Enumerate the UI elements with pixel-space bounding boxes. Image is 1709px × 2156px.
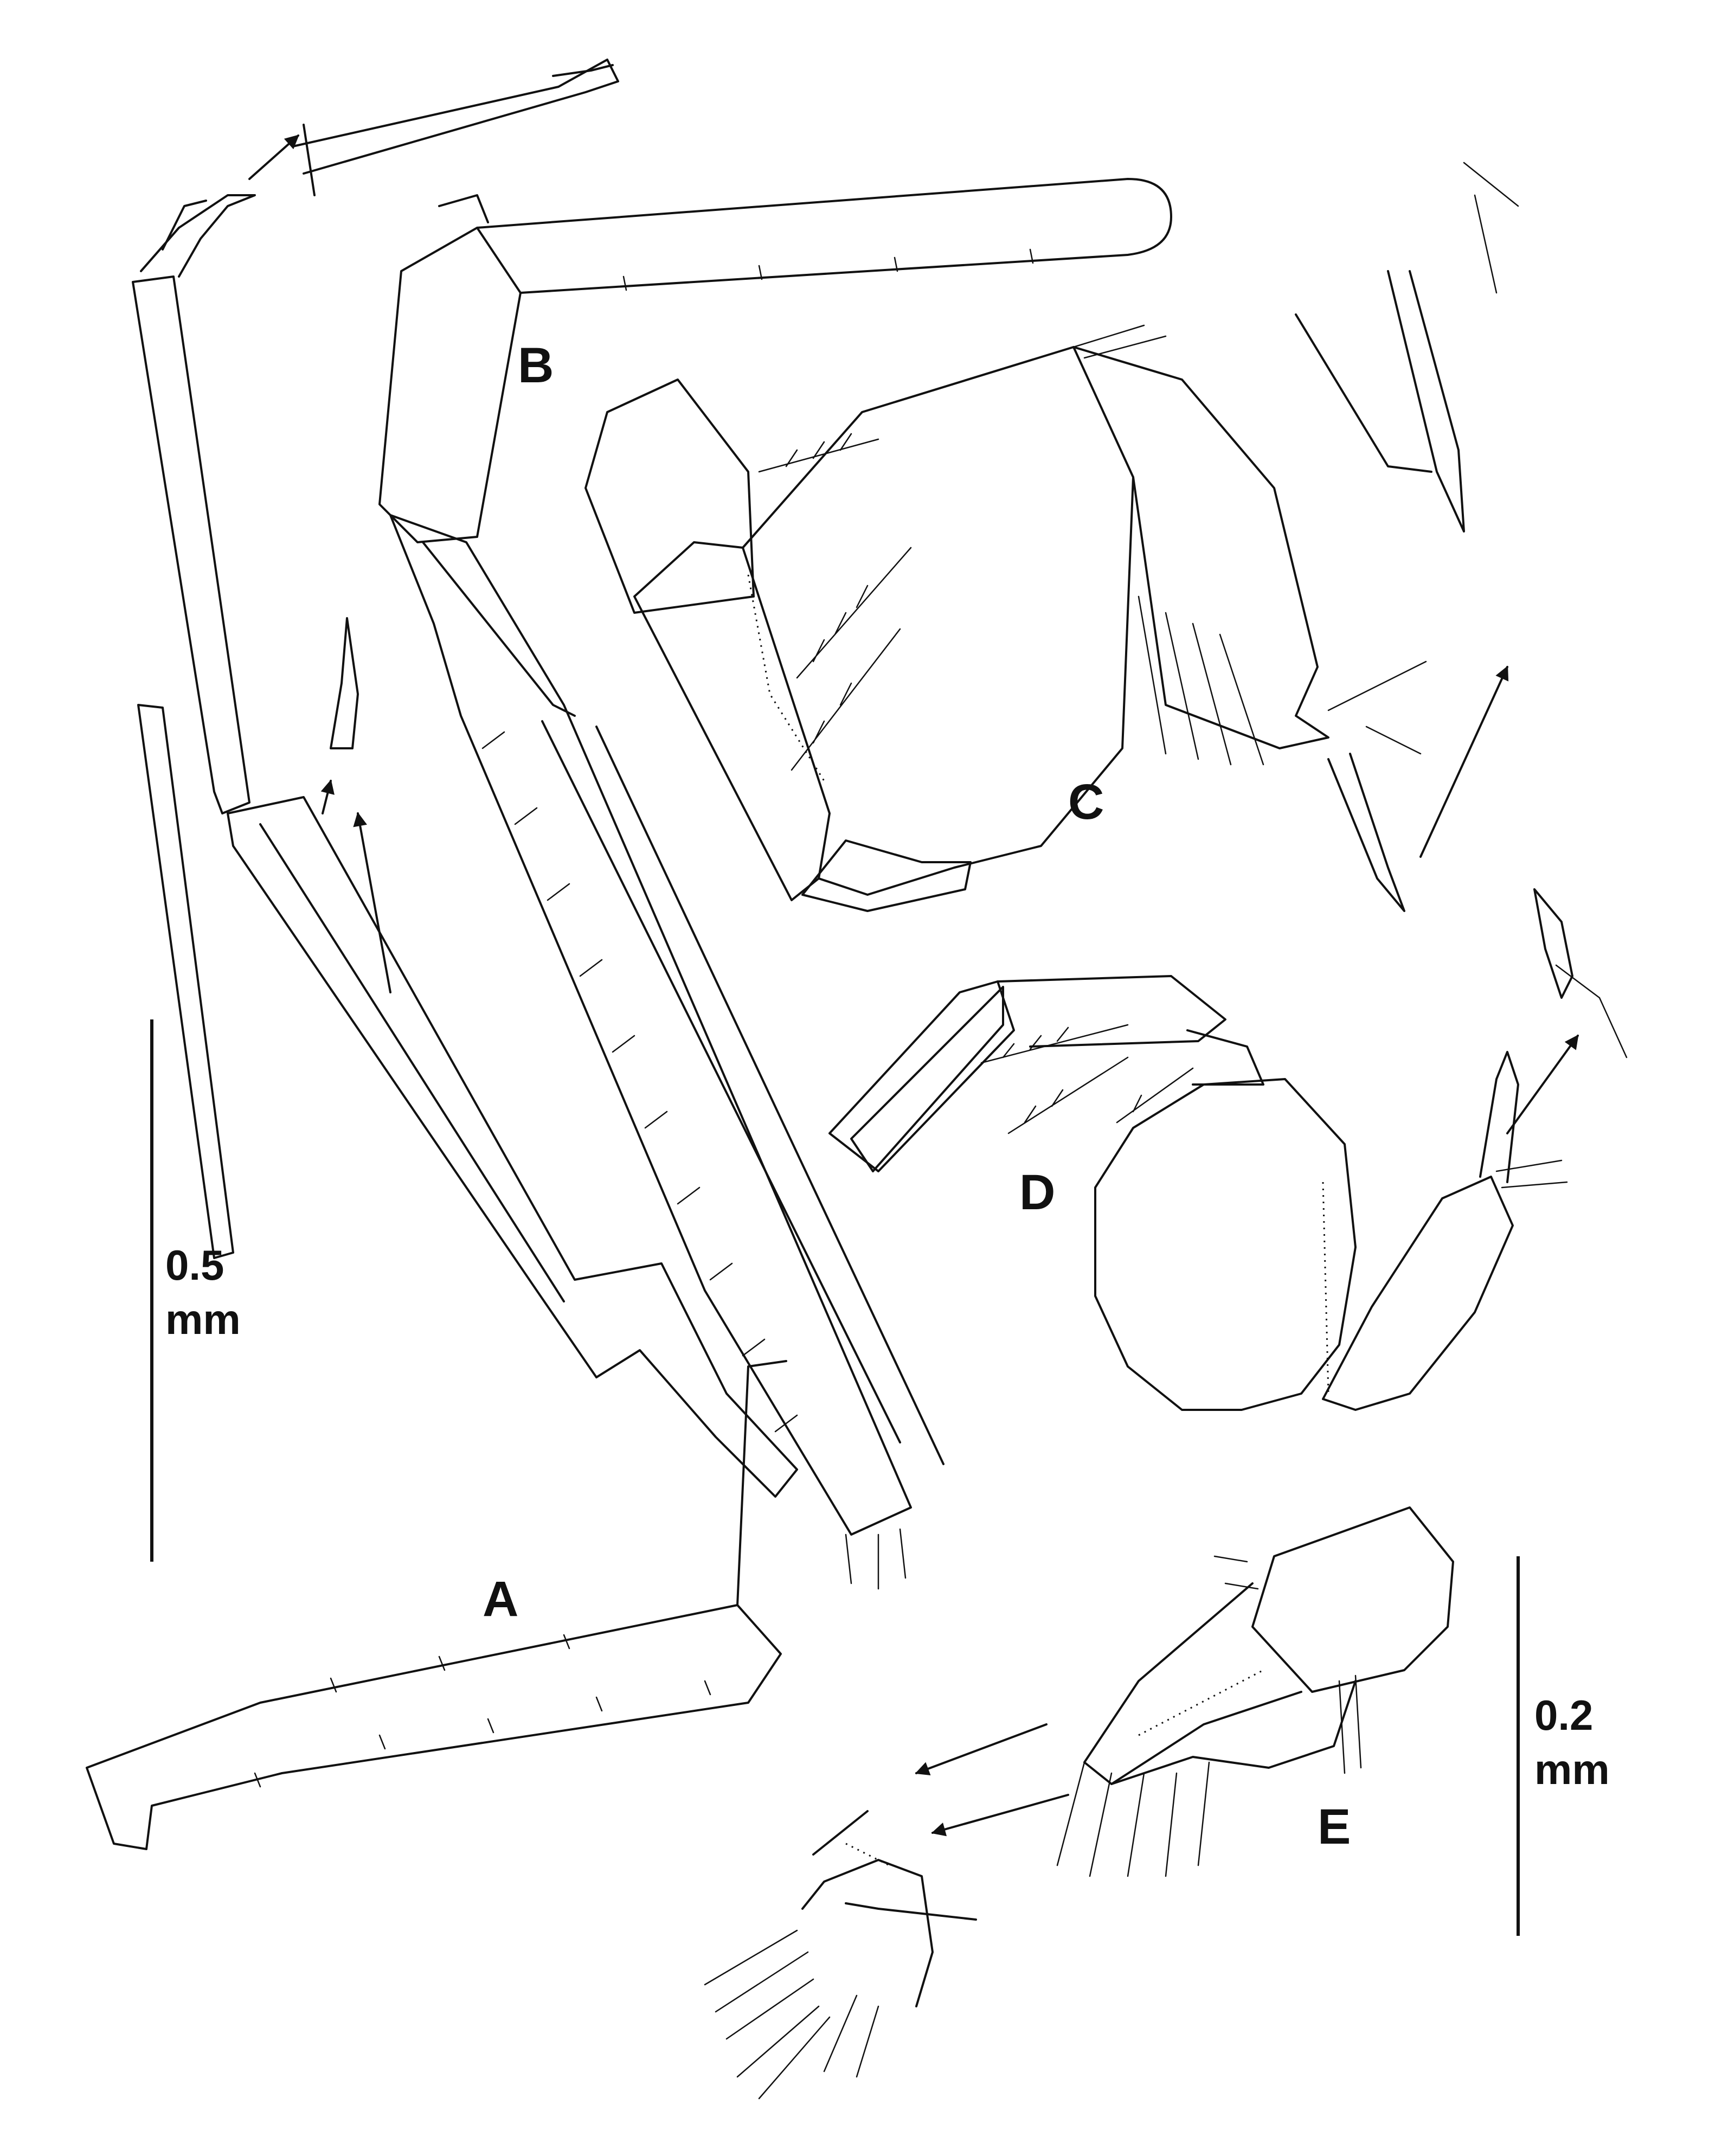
appendage-c-arrows [1419, 665, 1509, 858]
panel-label-c: C [1068, 774, 1104, 830]
appendage-d-arrows [1506, 1034, 1579, 1134]
panel-label-b: B [518, 338, 554, 393]
panel-label-d: D [1019, 1165, 1055, 1220]
scale-value-large: 0.5 [165, 1241, 224, 1289]
panel-label-e: E [1318, 1799, 1351, 1855]
appendage-b-drawing [378, 178, 1172, 1465]
appendage-e-drawing [704, 1506, 1454, 2100]
panel-label-a: A [483, 1571, 518, 1627]
appendage-a-arrows [248, 134, 391, 993]
scale-unit-large: mm [165, 1295, 241, 1343]
appendage-e-arrows [915, 1723, 1069, 1837]
scale-unit-small: mm [1534, 1746, 1610, 1793]
appendage-a-drawing [86, 59, 912, 1850]
appendage-d-drawing [828, 888, 1628, 1411]
scale-value-small: 0.2 [1534, 1691, 1593, 1739]
appendage-c-drawing [584, 162, 1519, 912]
